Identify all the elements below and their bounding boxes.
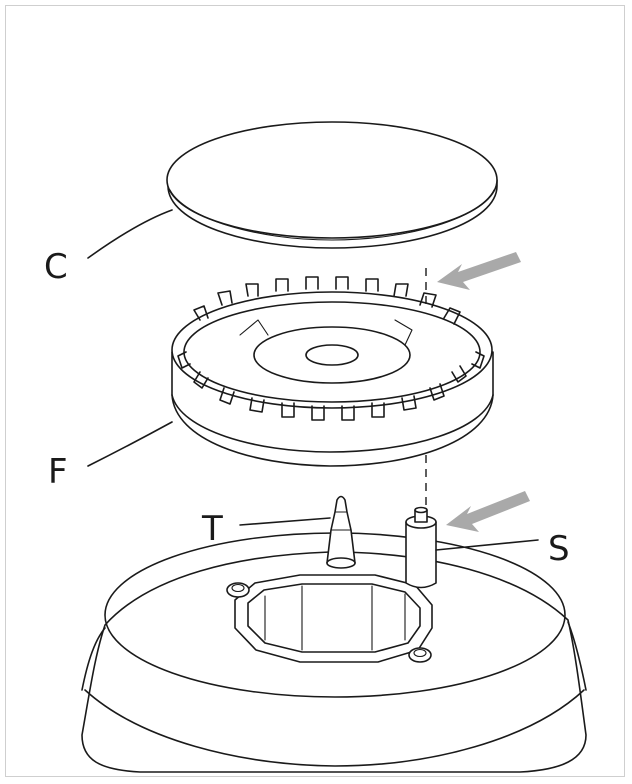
label-cap: C	[44, 247, 68, 287]
arrow-left-icon	[437, 252, 521, 290]
leader-line-flame-spreader	[87, 421, 173, 467]
spark-plug	[405, 506, 437, 589]
label-thermocouple: T	[201, 509, 223, 549]
leader-line-spark-plug	[435, 539, 539, 551]
figure-frame	[5, 5, 625, 777]
flame-spreader	[171, 276, 494, 467]
leader-line-cap	[87, 209, 173, 259]
label-spark-plug: S	[548, 529, 570, 569]
burner-ring-seat	[226, 574, 433, 663]
arrow-left-icon	[446, 491, 530, 532]
leader-line-thermocouple	[239, 517, 331, 526]
burner-cap	[166, 121, 498, 249]
label-flame-spreader: F	[48, 452, 68, 492]
thermocouple	[326, 495, 356, 569]
